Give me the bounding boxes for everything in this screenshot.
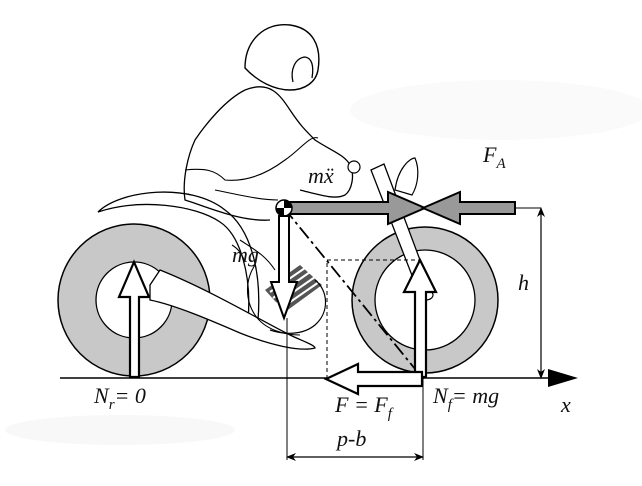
headlight <box>394 157 419 196</box>
rider-leg <box>214 189 279 201</box>
inertia-label: mẍ <box>308 163 334 188</box>
background-smudge <box>5 415 235 445</box>
rider-body <box>183 89 271 221</box>
friction-force-arrow <box>323 362 424 396</box>
air-force-label: FA <box>482 142 506 172</box>
rider-arm <box>184 137 319 181</box>
rear-normal-label: Nr= 0 <box>93 383 146 413</box>
handlebar-grip <box>347 160 361 174</box>
height-label: h <box>518 270 529 295</box>
background-smudge <box>350 80 642 140</box>
front-normal-force-arrow <box>402 257 438 379</box>
center-of-gravity-icon <box>275 199 293 217</box>
front-normal-label: Nf= mg <box>432 383 499 413</box>
rider-helmet <box>244 24 320 91</box>
air-drag-arrow <box>420 190 516 226</box>
inertia-force-arrow <box>289 190 428 226</box>
weight-label: mg <box>232 242 259 267</box>
x-axis-label: x <box>560 392 571 417</box>
helmet-visor <box>291 56 314 83</box>
distance-label: p-b <box>335 426 366 451</box>
weight-arrow <box>269 215 299 321</box>
rear-normal-force-arrow <box>117 259 151 379</box>
rider-torso <box>244 86 354 198</box>
cg-to-contact-line <box>283 207 425 381</box>
x-axis-arrowhead <box>548 369 578 387</box>
friction-label: F = Ff <box>334 392 394 422</box>
engine-side-cover <box>269 279 327 334</box>
bike-tank <box>231 239 276 271</box>
